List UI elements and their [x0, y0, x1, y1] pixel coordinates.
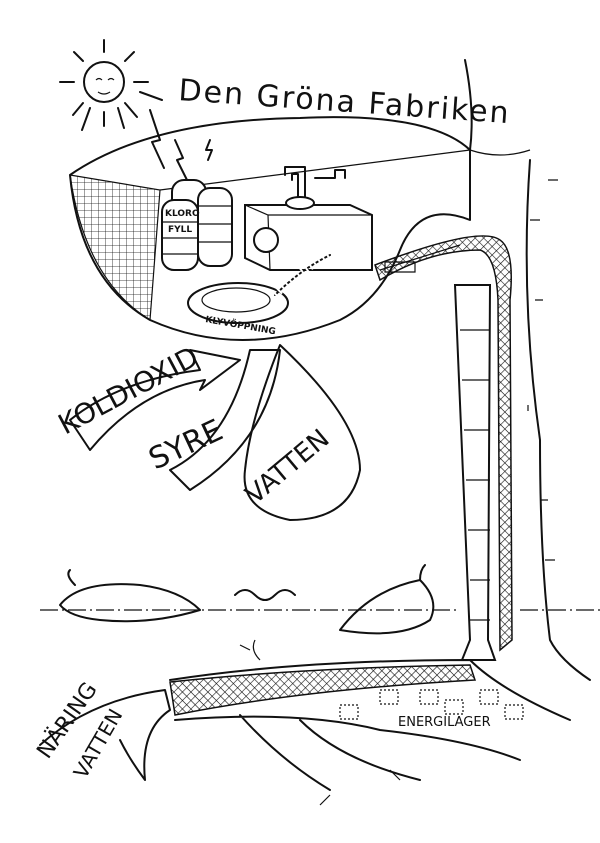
energy-store-label: ENERGILAGER [398, 715, 491, 730]
leaf-grid [69, 174, 161, 322]
root [169, 659, 571, 791]
chlorophyll-label-top: KLORO [165, 209, 200, 219]
root-tube [169, 664, 477, 716]
oxygen-arrow [169, 349, 281, 491]
carbon-dioxide-arrow [69, 349, 241, 451]
tree-trunk [464, 59, 591, 681]
fallen-leaf-right [339, 564, 435, 635]
oxygen-label: SYRE [144, 413, 229, 477]
sun-icon [59, 39, 163, 131]
sap-tube [374, 235, 513, 652]
water-drop [243, 344, 361, 521]
water-label: VATTEN [240, 424, 335, 511]
fallen-leaf-left [59, 569, 201, 623]
worm [234, 589, 296, 601]
carbon-dioxide-label: KOLDIOXID [53, 340, 204, 441]
energy-store-cubes [339, 689, 524, 720]
factory-machine [244, 166, 373, 271]
chlorophyll-stacks: KLORO FYLL [161, 179, 233, 271]
chlorophyll-label-bottom: FYLL [168, 225, 192, 235]
phloem-column [453, 284, 497, 661]
nutrients-arrow [39, 689, 171, 781]
